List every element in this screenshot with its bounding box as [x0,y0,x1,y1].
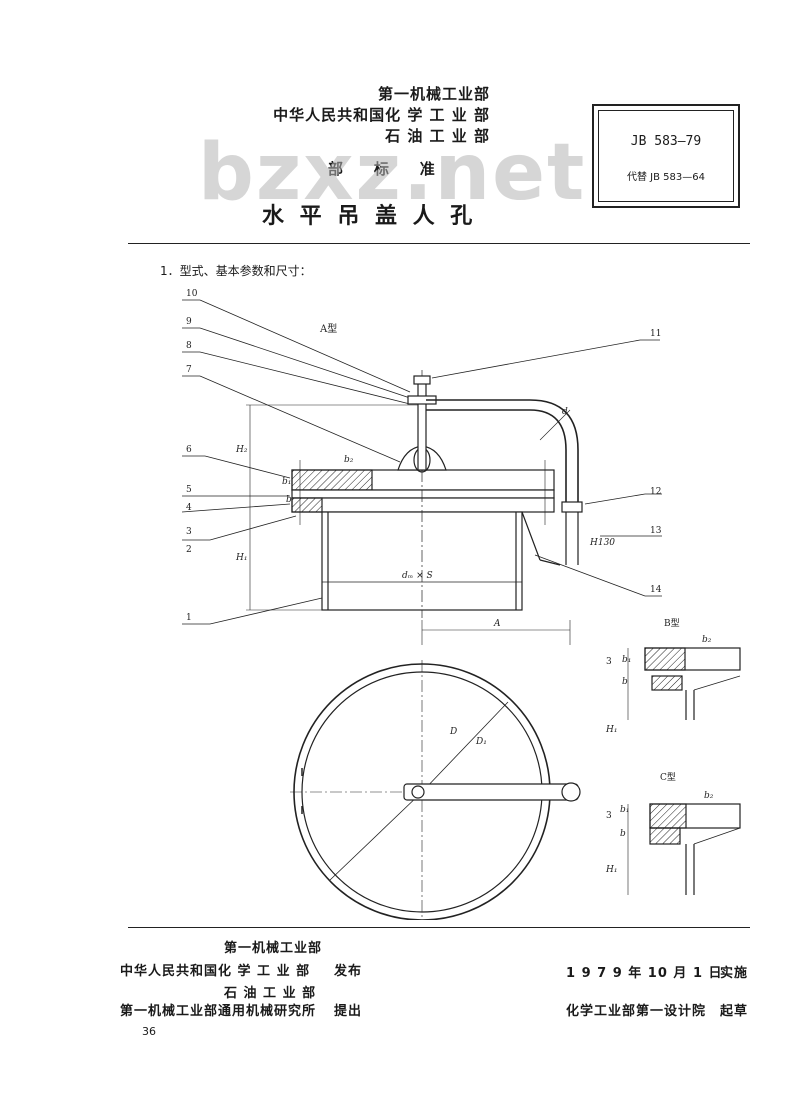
footer-issued: 发布 [334,964,363,979]
replaced-standard: 代替 JB 583—64 [627,172,705,183]
footer-proposer: 第一机械工业部通用机械研究所 [120,1004,317,1019]
callout-9: 9 [186,317,192,327]
type-c-labels: C型 3 b₁ b b₂ H₁ [605,772,714,875]
type-b-label: B型 [664,618,680,629]
footer-issuer-3: 石 油 工 业 部 [224,986,317,1001]
footer-divider [128,927,750,928]
header-divider [128,243,750,244]
footer-drafter: 化学工业部第一设计院 [566,1004,707,1019]
type-c-label: C型 [660,772,676,783]
footer-implement: 实施 [720,966,749,981]
callout-4: 4 [186,503,192,513]
callout-1: 1 [186,613,192,623]
section-view [246,370,583,618]
callout-14: 14 [650,585,662,595]
page-title: 水 平 吊 盖 人 孔 [262,204,477,229]
type-a-label: A型 [319,322,337,335]
section-heading: 1．型式、基本参数和尺寸： [160,264,312,278]
dim-D1: D₁ [475,737,487,747]
dim-a: A [493,619,501,629]
c-dim-b2: b₂ [704,791,714,801]
dim-D: D [449,727,457,737]
standard-number-box: JB 583—79 代替 JB 583—64 [592,104,740,208]
footer-drafted: 起草 [720,1004,749,1019]
dim-h1: H₁ [235,553,247,563]
c-dim-b: b [620,829,626,839]
footer-date: 1 9 7 9 年 10 月 1 日 [566,966,723,981]
callout-11: 11 [650,329,661,339]
callout-5: 5 [186,485,192,495]
callout-6: 6 [186,445,192,455]
watermark: bzxz.net [198,128,587,218]
dim-dw: dₘ × S [402,571,433,581]
callout-13: 13 [650,526,662,536]
callout-2: 2 [186,545,192,555]
c-dim-3: 3 [606,811,612,821]
callout-8: 8 [186,341,192,351]
callout-leaders [181,299,662,625]
issuer-ministry-1: 第一机械工业部 [377,85,490,103]
type-b-detail [627,647,741,720]
b-dim-b1: b₁ [622,655,631,665]
dim-b: b [286,495,292,505]
b-dim-b2: b₂ [702,635,712,645]
callout-10: 10 [186,289,198,299]
dim-b2: b₂ [344,455,354,465]
manhole-drawing: A型 10 9 8 7 6 5 4 3 2 1 11 12 13 14 [181,289,741,920]
issuer-ministry-3: 石 油 工 业 部 [385,127,490,145]
dim-h2: H₂ [235,445,248,455]
footer-issuer-1: 第一机械工业部 [224,941,323,956]
c-dim-b1: b₁ [620,805,629,815]
dim-b1: b₁ [282,477,291,487]
b-dim-h1: H₁ [605,725,617,735]
footer-proposed: 提出 [334,1004,363,1019]
b-dim-3: 3 [606,657,612,667]
type-c-detail [627,803,741,895]
callout-numbers: 10 9 8 7 6 5 4 3 2 1 11 12 13 14 [186,289,662,623]
callout-12: 12 [650,487,661,497]
c-dim-h1: H₁ [605,865,617,875]
type-b-labels: B型 3 b₁ b b₂ H₁ [605,618,712,735]
footer-issuer-2: 中华人民共和国化 学 工 业 部 [120,964,311,979]
dim-d: d [562,407,568,417]
standard-type: 部 标 准 [328,160,437,178]
plan-view [290,620,581,920]
issuer-ministry-2: 中华人民共和国化 学 工 业 部 [273,106,490,124]
callout-3: 3 [186,527,192,537]
callout-7: 7 [186,365,192,375]
b-dim-b: b [622,677,628,687]
dimension-labels: H₂ H₁ b₁ b b₂ d H130 dₘ × S A D D₁ [235,407,615,747]
page-number: 36 [142,1025,156,1038]
standard-number: JB 583—79 [630,134,702,149]
dim-h130: H130 [589,538,615,548]
